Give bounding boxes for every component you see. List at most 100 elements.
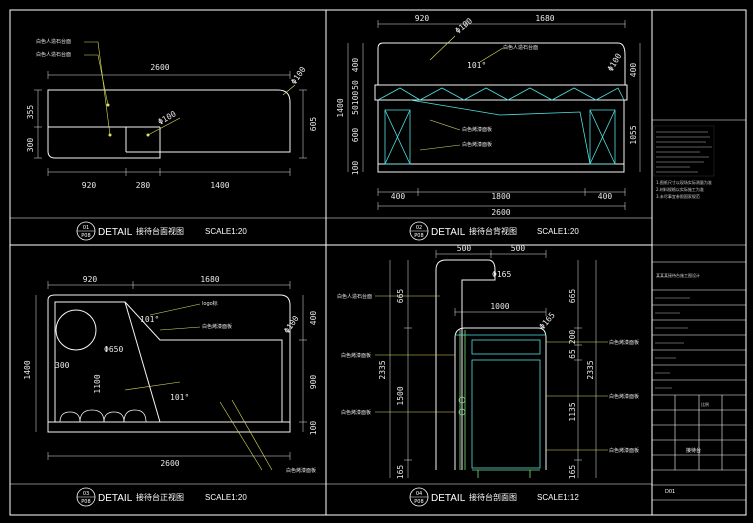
dim-section-left-1500: 1500 (396, 386, 405, 405)
drawing-name: 接待台 (686, 447, 701, 454)
dim-back-right-400: 400 (629, 63, 638, 78)
panel-top-view: 白色人造石台面 白色人造石台面 2600 920 280 1400 355 30… (26, 38, 318, 190)
dim-front-top-920: 920 (83, 275, 98, 284)
dim-section-1000: 1000 (490, 302, 509, 311)
panel-section-view: 白色人造石台面 白色烤漆面板 白色烤漆面板 白色烤漆面板 白色烤漆面板 白色烤漆… (337, 244, 639, 479)
detail-word: DETAIL (431, 227, 466, 238)
dim-back-radius: Φ100 (454, 16, 475, 35)
detail-label-1: 01 P08 DETAIL 接待台面视图 SCALE1:20 (76, 221, 247, 241)
dim-radius-inner: Φ100 (157, 109, 178, 127)
dim-back-top-1680: 1680 (535, 14, 554, 23)
dim-section-right-200: 200 (568, 330, 577, 345)
detail-scale: SCALE1:20 (537, 227, 579, 236)
project-name: 某某某接待台施工图设计 (656, 272, 700, 278)
dim-front-right-900: 900 (309, 375, 318, 390)
dim-section-right-65: 65 (568, 349, 577, 359)
dim-section-top-500b: 500 (511, 244, 526, 253)
callout-section-r2: 白色烤漆面板 (609, 393, 639, 400)
detail-badge-bottom: P08 (81, 233, 90, 239)
sheet-frame (9, 9, 747, 516)
dim-bottom-1400: 1400 (210, 181, 229, 190)
detail-title: 接待台背视图 (469, 226, 517, 236)
dim-section-top-500a: 500 (457, 244, 472, 253)
dim-front-bottom-2600: 2600 (160, 459, 179, 468)
panel-front-view: logo标 白色烤漆面板 白色烤漆面板 920 1680 2600 1400 3… (23, 275, 318, 474)
detail-scale: SCALE1:20 (205, 493, 247, 502)
callout-front-logo: logo标 (202, 300, 218, 307)
callout-section-r3: 白色烤漆面板 (609, 447, 639, 454)
detail-word: DETAIL (98, 493, 133, 504)
dim-radius-top: Φ100 (289, 65, 308, 86)
dim-back-angle: 101° (467, 61, 486, 70)
dim-section-radius-a: Φ165 (492, 270, 511, 279)
dim-bottom-920: 920 (82, 181, 97, 190)
dim-back-left-100b: 100 (351, 161, 360, 176)
dim-back-right-1055: 1055 (629, 125, 638, 144)
callout-back-2: 白色烤漆面板 (462, 126, 492, 133)
detail-badge-top: 04 (416, 491, 422, 497)
callout-front-3: 白色烤漆面板 (286, 467, 316, 474)
detail-badge-top: 02 (416, 225, 422, 231)
title-block: 1.图纸尺寸以现场实际测量为准 2.材料规格以实际施工为准 3.未尽事宜参照国家… (652, 119, 746, 501)
dim-section-left-665: 665 (396, 289, 405, 304)
dim-back-radius-right: Φ100 (606, 52, 624, 73)
dim-back-bottom-1800: 1800 (491, 192, 510, 201)
dim-back-left-50: 50 (351, 80, 360, 90)
detail-badge-bottom: P08 (81, 499, 90, 505)
dim-section-left-2335: 2335 (378, 360, 387, 379)
dim-back-bottom-400a: 400 (391, 192, 406, 201)
callout-top-1: 白色人造石台面 (36, 38, 71, 45)
dim-top-2600: 2600 (150, 63, 169, 72)
detail-scale: SCALE1:12 (537, 493, 579, 502)
panel-back-view: 白色人造石台面 白色烤漆面板 白色烤漆面板 920 1680 400 1800 … (336, 14, 641, 217)
dim-front-angle-b: 101° (170, 393, 189, 402)
dim-front-top-1680: 1680 (200, 275, 219, 284)
detail-badge-bottom: P08 (414, 233, 423, 239)
dim-section-right-165: 165 (568, 465, 577, 480)
detail-title: 接待台正视图 (136, 492, 184, 502)
dim-back-left-600: 600 (351, 128, 360, 143)
dim-front-inner-1100: 1100 (93, 374, 102, 393)
dim-front-right-100: 100 (309, 421, 318, 436)
callout-top-2: 白色人造石台面 (36, 51, 71, 58)
dim-front-radius-100: Φ100 (282, 314, 301, 335)
dim-right-605: 605 (309, 117, 318, 132)
dim-back-left-100: 100 (351, 91, 360, 106)
dim-section-right-665: 665 (568, 289, 577, 304)
dim-back-left-50b: 50 (351, 105, 360, 115)
dim-bottom-280: 280 (136, 181, 151, 190)
dim-back-left-400: 400 (351, 58, 360, 73)
dim-section-radius-b: Φ165 (538, 311, 557, 332)
dim-section-right-1135: 1135 (568, 402, 577, 421)
callout-section-l3: 白色烤漆面板 (341, 409, 371, 416)
drawing-number: D01 (665, 489, 675, 495)
dim-back-left-1400: 1400 (336, 98, 345, 117)
dim-left-355: 355 (26, 105, 35, 120)
detail-badge-top: 01 (83, 225, 89, 231)
callout-section-l2: 白色烤漆面板 (341, 352, 371, 359)
note-3: 3.未尽事宜参照国家规范 (656, 193, 700, 199)
scale-label: 比例 (701, 401, 709, 407)
dim-section-left-165: 165 (396, 465, 405, 480)
dim-left-300: 300 (26, 138, 35, 153)
note-1: 1.图纸尺寸以现场实际测量为准 (656, 179, 712, 185)
detail-badge-bottom: P08 (414, 499, 423, 505)
dim-front-inner-300: 300 (55, 361, 70, 370)
callout-back-1: 白色人造石台面 (503, 44, 538, 51)
dim-front-right-400: 400 (309, 311, 318, 326)
notes-block: 1.图纸尺寸以现场实际测量为准 2.材料规格以实际施工为准 3.未尽事宜参照国家… (653, 125, 715, 199)
dim-back-bottom-400b: 400 (598, 192, 613, 201)
detail-label-3: 03 P08 DETAIL 接待台正视图 SCALE1:20 (76, 487, 247, 507)
detail-word: DETAIL (98, 227, 133, 238)
detail-scale: SCALE1:20 (205, 227, 247, 236)
dim-front-left-1400: 1400 (23, 360, 32, 379)
dim-section-right-2335: 2335 (586, 360, 595, 379)
detail-badge-top: 03 (83, 491, 89, 497)
callout-section-l1: 白色人造石台面 (337, 293, 372, 300)
detail-label-2: 02 P08 DETAIL 接待台背视图 SCALE1:20 (409, 221, 579, 241)
detail-title: 接待台剖面图 (469, 492, 517, 502)
note-2: 2.材料规格以实际施工为准 (656, 186, 704, 192)
detail-label-4: 04 P08 DETAIL 接待台剖面图 SCALE1:12 (409, 487, 579, 507)
dim-back-bottom-2600: 2600 (491, 208, 510, 217)
